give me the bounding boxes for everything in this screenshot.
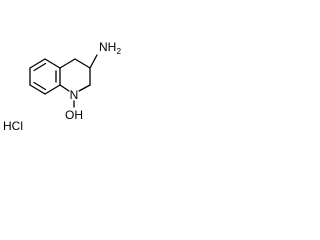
amine-subscript: 2	[116, 46, 121, 56]
bond-c8a-c4	[59, 58, 76, 69]
double-bond-c8-c7	[33, 62, 47, 72]
salt-label: HCl	[3, 119, 23, 133]
bond-c8-c7	[29, 58, 46, 69]
bond-c8a-c8	[44, 58, 61, 69]
hydroxyl-label: OH	[65, 108, 83, 122]
molecule-diagram: NH2 N OH HCl	[3, 40, 121, 133]
bond-c5-c4a	[44, 84, 61, 95]
amine-symbol: NH	[99, 40, 116, 54]
bond-c4-c3	[74, 58, 91, 69]
ring-nitrogen-label: N	[70, 88, 79, 102]
bond-c3-nh2	[89, 54, 98, 69]
benzene-ring	[29, 58, 61, 95]
bond-c2-n1	[78, 84, 91, 92]
amine-label: NH2	[99, 40, 121, 56]
bond-n1-c4a	[59, 84, 70, 92]
saturated-ring	[59, 58, 91, 92]
bond-c6-c5	[29, 84, 46, 95]
double-bond-c6-c5	[33, 81, 47, 91]
